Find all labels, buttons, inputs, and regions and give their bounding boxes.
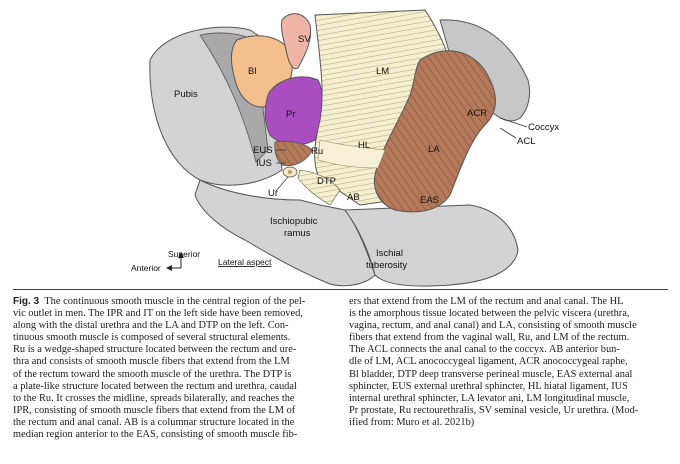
arrow-left-icon (166, 265, 172, 271)
figure-label: Fig. 3 (13, 296, 40, 307)
label-dtp: DTP (317, 176, 336, 187)
hiatal-ligament (317, 139, 386, 169)
label-acl: ACL (517, 136, 535, 147)
label-lm: LM (376, 66, 389, 77)
caption-line: fibers that extend from the vaginal wall… (349, 332, 630, 344)
caption-line: Pr prostate, Ru rectourethralis, SV semi… (349, 404, 639, 416)
caption-line: of the rectum toward the smooth muscle o… (13, 368, 292, 380)
caption-line: internal urethral sphincter, LA levator … (349, 392, 630, 404)
ischiopubic-ramus (194, 179, 376, 287)
label-ischiopubic: Ischiopubic (270, 216, 318, 227)
ur-pointer (275, 176, 289, 192)
ischial-tuberosity (344, 204, 519, 287)
caption-line: dle of LM, ACL anococcygeal ligament, AC… (349, 356, 628, 368)
levator-ani-and-eas (373, 50, 496, 213)
label-la: LA (428, 144, 440, 155)
caption-line: tinuous smooth muscle is composed of sev… (13, 332, 291, 344)
urethral-sphincters (274, 140, 313, 167)
label-anterior: Anterior (131, 263, 161, 273)
label-coccyx: Coccyx (528, 122, 559, 133)
caption-divider (13, 289, 668, 290)
coccyx-pointer (499, 117, 528, 128)
label-acr: ACR (467, 108, 487, 119)
caption-line: is the amorphous tissue located between … (349, 308, 630, 320)
caption-line: a plate-like structure located between t… (13, 380, 297, 392)
caption-column-left: Fig. 3 The continuous smooth muscle in t… (13, 296, 335, 441)
prostate (264, 76, 323, 146)
caption-line: thra and consists of smooth muscle fiber… (13, 356, 290, 368)
anatomical-illustration: SV Bl Pubis Pr LM ACR Coccyx ACL EUS Ru … (131, 9, 559, 287)
label-ur: Ur (268, 188, 278, 199)
label-superior: Superior (168, 249, 200, 259)
arrow-up-icon (178, 252, 184, 258)
caption-line: Fig. 3 The continuous smooth muscle in t… (13, 296, 306, 307)
caption-line: sphincter, EUS external urethral sphinct… (349, 380, 628, 392)
caption-line: The ACL connects the anal canal to the c… (349, 344, 620, 356)
caption-column-right: ers that extend from the LM of the rectu… (349, 296, 671, 429)
label-eus: EUS (253, 145, 273, 156)
caption-line: to the Ru. It crosses the midline, sprea… (13, 392, 295, 404)
caption-line: IPR, consisting of smooth muscle fibers … (13, 404, 296, 416)
caption-line: median region anterior to the EAS, consi… (13, 429, 298, 441)
label-sv: SV (298, 34, 311, 45)
acl-pointer (499, 127, 517, 139)
label-pr: Pr (286, 109, 296, 120)
caption-line: along with the distal urethra and the LA… (13, 320, 289, 332)
label-ab: AB (347, 192, 360, 203)
label-ischial: Ischial (376, 248, 403, 259)
caption-line: ified from: Muro et al. 2021b) (349, 416, 475, 428)
caption-line: the rectum and anal canal. AB is a colum… (13, 416, 295, 428)
label-tuberosity: tuberosity (366, 260, 407, 271)
label-pubis: Pubis (174, 89, 198, 100)
caption-line: ers that extend from the LM of the rectu… (349, 296, 624, 307)
label-hl: HL (358, 140, 370, 151)
label-bl: Bl (248, 66, 256, 77)
label-ramus: ramus (284, 228, 311, 239)
caption-line: Bl bladder, DTP deep transverse perineal… (349, 368, 633, 380)
seminal-vesicle (281, 13, 312, 70)
label-eas: EAS (420, 195, 439, 206)
label-ius: IUS (256, 158, 272, 169)
caption-line: vagina, rectum, and anal canal) and LA, … (349, 320, 637, 332)
label-ru: Ru (311, 146, 323, 157)
deep-transverse-perineal (297, 169, 341, 206)
caption-line: vic outlet in men. The IPR and IT on the… (13, 308, 303, 320)
label-lateral-aspect: Lateral aspect (218, 257, 272, 267)
caption-line: Ru is a wedge-shaped structure located b… (13, 344, 297, 356)
